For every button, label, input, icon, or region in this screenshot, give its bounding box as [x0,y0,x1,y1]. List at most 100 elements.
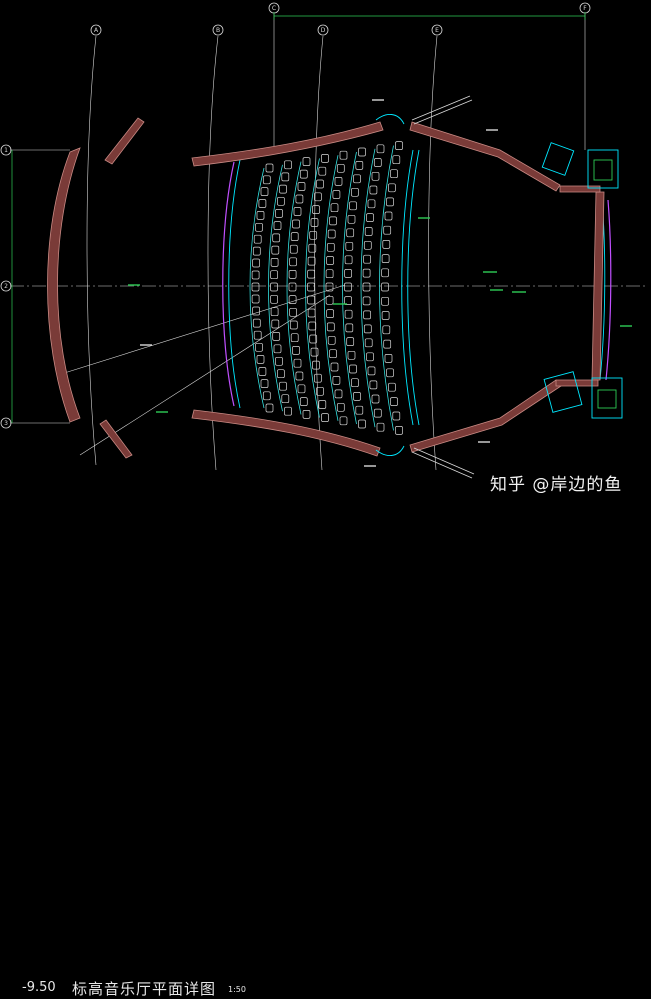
seat [327,229,336,239]
seat [383,225,392,235]
sightline-1 [57,284,346,376]
seat [366,213,374,222]
seat [363,254,371,264]
lower-side-wall [191,409,381,457]
seat [373,158,382,167]
seat [345,241,354,251]
door-block-top [541,142,575,176]
seat [277,369,285,379]
seat [376,422,385,432]
seat [362,282,371,292]
seat [326,309,334,318]
seat [309,230,318,240]
seat [321,413,329,422]
grid-line-b [207,35,219,471]
rear-curved-wall [47,147,81,423]
seat [351,378,359,388]
upper-side-wall [191,121,384,167]
grid-bubble-2 [0,280,12,292]
grid-bubble-3 [0,417,12,429]
seat [344,309,353,319]
seat [262,391,271,401]
seat [386,368,394,378]
seat [253,234,262,244]
seat [270,307,279,317]
seat-row-line [249,167,265,409]
seat [270,282,278,292]
front-rail-outer [401,149,414,426]
seat [258,367,267,376]
seat [355,161,364,170]
seat [262,175,271,185]
seat [334,177,343,186]
annotation-marks [128,99,632,467]
seat [386,197,394,207]
seat [307,282,315,292]
seat [344,282,352,292]
seat [364,338,373,348]
seat [255,222,263,232]
seat [275,356,283,366]
seat [299,397,308,406]
seat [292,346,300,355]
seat [346,337,355,346]
seat [292,219,300,229]
seat [302,410,311,419]
grid-bubble-a [90,24,102,36]
seat [253,330,262,340]
seat [355,405,364,415]
seat [376,144,385,154]
stair-block-top [587,149,619,189]
seat [270,258,279,267]
seat [307,295,315,305]
seat [312,205,320,214]
seat [284,160,292,170]
seat [395,141,403,150]
seat [252,306,260,316]
seat [351,187,359,197]
stage-corner-bottom [555,379,599,387]
seat [310,347,319,357]
seat [273,221,282,230]
seat [310,218,319,227]
seat [381,282,389,292]
grid-bubble-1 [0,144,12,156]
seat [390,169,398,179]
seat [255,342,263,352]
seat [256,355,265,364]
seat [347,214,356,224]
seat [265,403,274,413]
magenta-outlines [222,161,612,407]
seat [362,268,371,278]
seat [252,258,260,268]
seat-row-line [342,151,357,425]
seat [395,426,403,435]
seat [273,344,282,354]
seat [277,196,285,206]
seat [364,227,373,236]
seat [382,240,391,249]
seat [383,339,392,349]
seat [358,419,366,429]
rear-wall-stub-top [104,117,145,165]
seat [330,203,339,213]
seat [308,321,317,331]
seat [252,246,261,256]
plan-scale: 1:50 [228,985,246,994]
seat [353,174,361,184]
seat [347,350,356,360]
seat [330,362,339,372]
seat [392,155,401,165]
seat [318,400,327,409]
seat [295,371,304,381]
seat [293,207,302,216]
seat [367,199,376,209]
seat [307,256,316,266]
seat [382,325,391,335]
seat [260,187,269,196]
seat [252,318,261,328]
seat [325,269,334,279]
seat [384,354,393,363]
seat [281,172,290,182]
seat [318,166,327,176]
